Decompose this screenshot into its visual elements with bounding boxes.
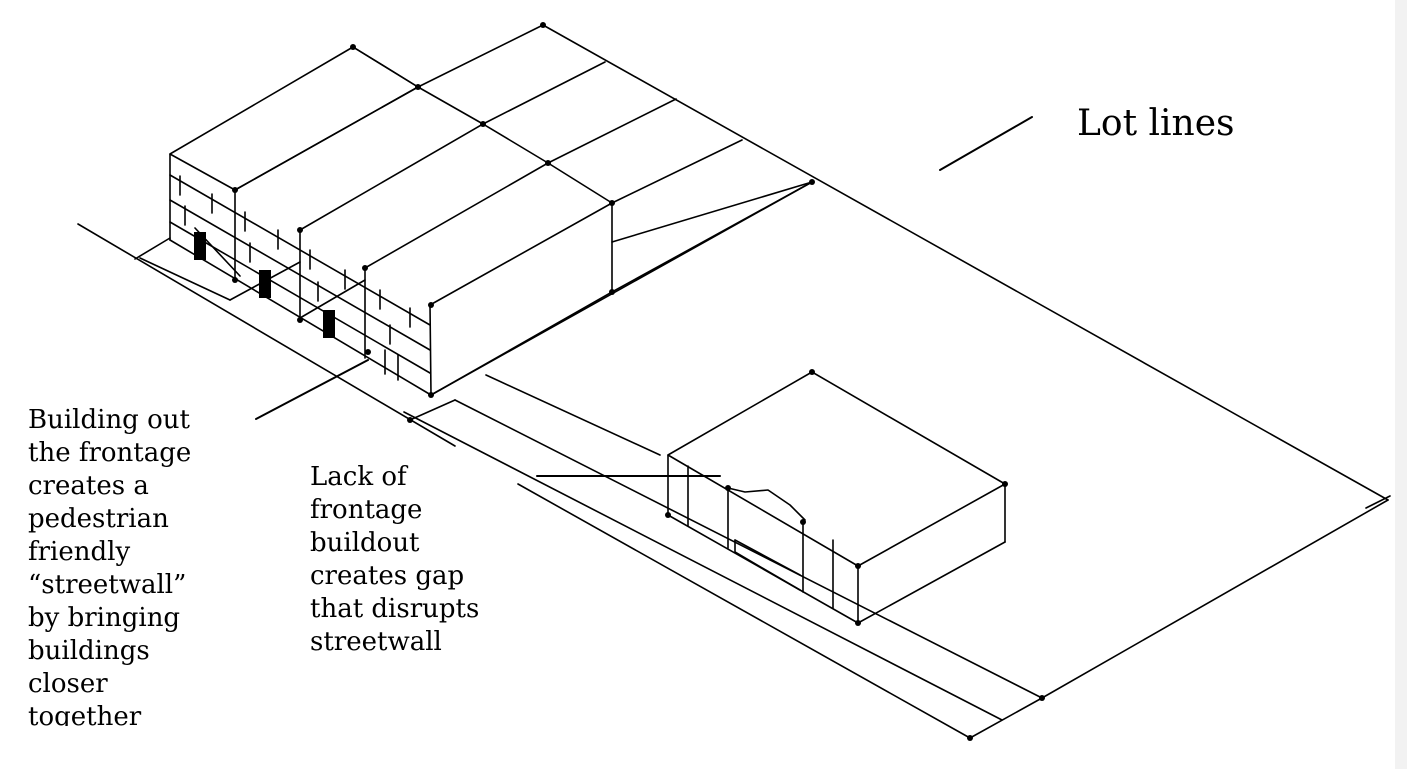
- scrollbar[interactable]: [1395, 0, 1407, 769]
- vertex-markers: [232, 22, 1045, 741]
- streetwall-buildings: [139, 46, 613, 396]
- lot-lines-label: Lot lines: [1077, 103, 1235, 144]
- caption-line: the frontage: [28, 438, 192, 468]
- lot-lines: [352, 24, 1391, 699]
- caption-line: by bringing: [28, 603, 181, 633]
- caption-line: together: [28, 702, 142, 726]
- caption-line: “streetwall”: [28, 570, 187, 600]
- caption-line: buildout: [310, 528, 420, 558]
- setback-building: [667, 371, 1006, 624]
- streetwall-doors: [194, 232, 335, 338]
- caption-line: buildings: [28, 636, 150, 666]
- lack-of-frontage-caption: Lack of frontage buildout creates gap th…: [310, 461, 479, 659]
- caption-line: friendly: [28, 537, 131, 567]
- building-out-caption: Building out the frontage creates a pede…: [28, 404, 191, 726]
- caption-line: pedestrian: [28, 504, 169, 534]
- caption-line: that disrupts: [310, 594, 480, 624]
- caption-line: Lack of: [310, 462, 407, 492]
- caption-line: creates gap: [310, 561, 465, 591]
- caption-line: streetwall: [310, 627, 442, 657]
- street-frontage-lines: [77, 223, 1043, 739]
- caption-line: Building out: [28, 405, 190, 435]
- caption-line: frontage: [310, 495, 423, 525]
- caption-line: closer: [28, 669, 108, 699]
- leader-lines: [255, 116, 1033, 477]
- caption-line: creates a: [28, 471, 149, 501]
